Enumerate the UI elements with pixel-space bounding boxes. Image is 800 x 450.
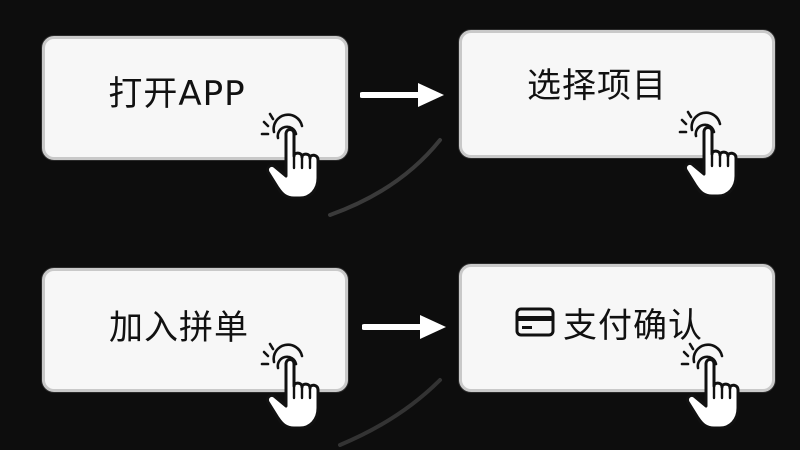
step-label-payment-confirm: 支付确认 [563, 305, 703, 346]
right-arrow-icon [360, 83, 444, 107]
step-card-payment-confirm: 支付确认 [459, 264, 775, 392]
hand-tap-icon [260, 112, 320, 200]
hand-tap-icon [680, 342, 740, 430]
step-card-join-group-order: 加入拼单 [42, 268, 348, 392]
step-card-open-app: 打开APP [42, 36, 348, 160]
step-label-open-app: 打开APP [108, 73, 246, 114]
hand-tap-icon [260, 342, 320, 430]
credit-card-icon [515, 307, 555, 337]
step-card-select-item: 选择项目 [459, 30, 775, 158]
step-label-select-item: 选择项目 [527, 65, 667, 106]
step-label-join-group-order: 加入拼单 [109, 307, 249, 348]
right-arrow-icon [362, 315, 446, 339]
hand-tap-icon [678, 110, 738, 198]
